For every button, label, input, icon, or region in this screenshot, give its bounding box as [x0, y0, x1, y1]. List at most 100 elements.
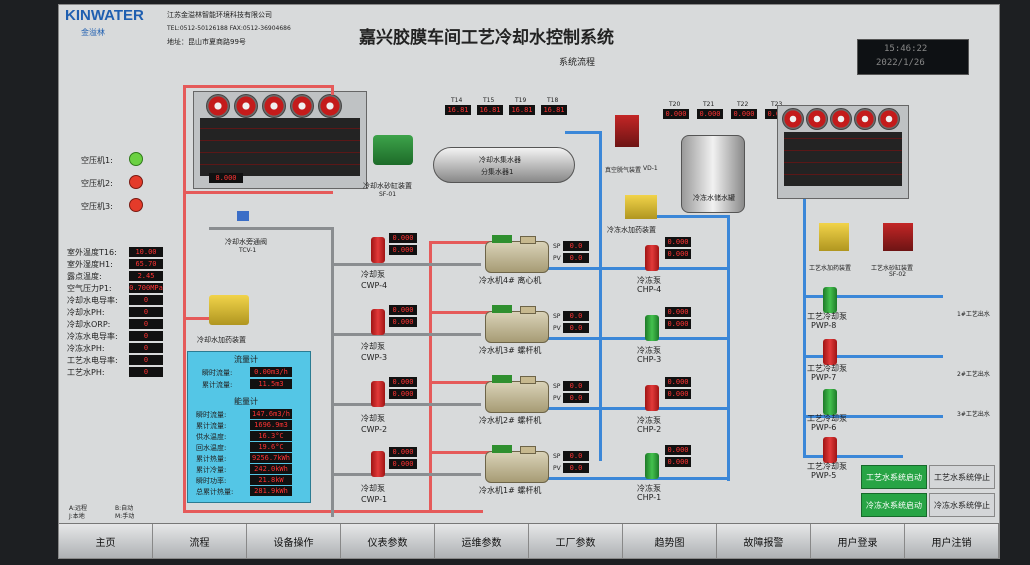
- chilled-start-button[interactable]: 冷冻水系统启动: [861, 493, 927, 517]
- legend-c: J:本地: [69, 513, 85, 520]
- chp-4-pump-icon[interactable]: [645, 245, 659, 271]
- pwp-7-pump-icon[interactable]: [823, 339, 837, 365]
- cwp-2-v1: 0.000: [389, 377, 417, 387]
- cooling-tower-left: [193, 91, 367, 189]
- param-panel: 室外温度T16: 10.00 室外湿度H1: 65.70 露点温度: 2.45 …: [67, 247, 167, 377]
- process-stop-button[interactable]: 工艺水系统停止: [929, 465, 995, 489]
- compressor-1-status-icon[interactable]: [129, 152, 143, 166]
- tower-fan-icon[interactable]: [854, 108, 876, 130]
- cwp-4-label: 冷却泵: [361, 270, 385, 279]
- flow-label: 累计流量:: [202, 381, 233, 389]
- param-value: 2.45: [129, 271, 163, 281]
- sensor-value: 0.000: [663, 109, 689, 119]
- nav-device-ops[interactable]: 设备操作: [247, 524, 341, 558]
- nav-alarms[interactable]: 故障报警: [717, 524, 811, 558]
- vacuum-degas-label: 真空脱气装置: [605, 167, 642, 174]
- tower-fan-icon[interactable]: [262, 94, 286, 118]
- param-value: 0: [129, 307, 163, 317]
- bypass-valve-icon[interactable]: [237, 211, 249, 221]
- dosing-left-icon[interactable]: [209, 295, 249, 325]
- tower-fan-icon[interactable]: [830, 108, 852, 130]
- clock-time: 15:46:22: [884, 44, 928, 54]
- cwp-2-v2: 0.000: [389, 389, 417, 399]
- param-label: 工艺水电导率:: [67, 356, 118, 365]
- chiller-4-sp: SP: [553, 243, 561, 250]
- chiller-4-pv: PV: [553, 255, 561, 262]
- chiller-2-sp: SP: [553, 383, 561, 390]
- chp-2-pump-icon[interactable]: [645, 385, 659, 411]
- pwp-6-pump-icon[interactable]: [823, 389, 837, 415]
- header-tank-label: 冷却水集水器: [479, 156, 521, 164]
- nav-trends[interactable]: 趋势图: [623, 524, 717, 558]
- chiller-2-label: 冷水机2# 螺杆机: [479, 416, 542, 425]
- chp-1-pump-icon[interactable]: [645, 453, 659, 479]
- cwp-2-id: CWP-2: [361, 425, 388, 434]
- company-address: 地址：昆山市夏商路99号: [167, 38, 246, 46]
- param-value: 10.00: [129, 247, 163, 257]
- chiller-3-label: 冷水机3# 螺杆机: [479, 346, 542, 355]
- chiller-1-icon[interactable]: [485, 445, 549, 483]
- param-label: 冷冻水PH:: [67, 344, 105, 353]
- nav-factory-params[interactable]: 工厂参数: [529, 524, 623, 558]
- tower-fan-icon[interactable]: [206, 94, 230, 118]
- sensor-id: T18: [547, 97, 559, 104]
- process-dosing-icon[interactable]: [819, 223, 849, 251]
- chp-3-pump-icon[interactable]: [645, 315, 659, 341]
- cwp-1-pump-icon[interactable]: [371, 451, 385, 477]
- cwp-4-pump-icon[interactable]: [371, 237, 385, 263]
- chp-3-id: CHP-3: [637, 355, 662, 364]
- cwp-1-v1: 0.000: [389, 447, 417, 457]
- process-start-button[interactable]: 工艺水系统启动: [861, 465, 927, 489]
- pipe-blue: [727, 215, 730, 481]
- compressor-1-label: 空压机1:: [81, 156, 113, 165]
- chp-1-label: 冷冻泵: [637, 484, 661, 493]
- tower-readout-grid: [784, 132, 902, 186]
- compressor-3-status-icon[interactable]: [129, 198, 143, 212]
- vacuum-degas-icon[interactable]: [615, 115, 639, 147]
- pipe-blue: [629, 215, 729, 218]
- pwp-8-pump-icon[interactable]: [823, 287, 837, 313]
- cwp-2-pump-icon[interactable]: [371, 381, 385, 407]
- nav-home[interactable]: 主页: [59, 524, 153, 558]
- tower-fan-icon[interactable]: [782, 108, 804, 130]
- chiller-2-icon[interactable]: [485, 375, 549, 413]
- pipe-red: [331, 85, 334, 95]
- chiller-3-v2: 0.0: [563, 323, 589, 333]
- dosing-mid-icon[interactable]: [625, 195, 657, 219]
- tower-fan-icon[interactable]: [318, 94, 342, 118]
- tower-fan-icon[interactable]: [234, 94, 258, 118]
- pipe-blue: [803, 415, 943, 418]
- cwp-2-label: 冷却泵: [361, 414, 385, 423]
- nav-login[interactable]: 用户登录: [811, 524, 905, 558]
- chiller-3-sp: SP: [553, 313, 561, 320]
- flow-value: 11.5m3: [250, 379, 292, 389]
- nav-maintenance-params[interactable]: 运维参数: [435, 524, 529, 558]
- sand-filter-icon[interactable]: [373, 135, 413, 165]
- chiller-3-icon[interactable]: [485, 305, 549, 343]
- sensor-id: T21: [703, 101, 715, 108]
- pipe-blue: [599, 131, 602, 461]
- tower-fan-icon[interactable]: [878, 108, 900, 130]
- dosing-left-label: 冷却水加药装置: [197, 336, 246, 344]
- energy-label: 累计流量:: [196, 422, 227, 430]
- chiller-2-pv: PV: [553, 395, 561, 402]
- tower-fan-icon[interactable]: [806, 108, 828, 130]
- pipe-red: [429, 241, 539, 244]
- sensor-id: T15: [483, 97, 495, 104]
- compressor-2-status-icon[interactable]: [129, 175, 143, 189]
- pwp-5-pump-icon[interactable]: [823, 437, 837, 463]
- cwp-3-pump-icon[interactable]: [371, 309, 385, 335]
- chiller-4-v1: 0.0: [563, 241, 589, 251]
- sensor-id: T20: [669, 101, 681, 108]
- pipe-blue: [803, 455, 903, 458]
- process-out-3: 3#工艺出水: [957, 411, 990, 418]
- nav-logout[interactable]: 用户注销: [905, 524, 999, 558]
- tower-fan-icon[interactable]: [290, 94, 314, 118]
- chilled-stop-button[interactable]: 冷冻水系统停止: [929, 493, 995, 517]
- nav-instrument-params[interactable]: 仪表参数: [341, 524, 435, 558]
- hmi-screen: KINWATER 金溢林 江苏金溢林智能环境科技有限公司 TEL:0512-50…: [58, 4, 1000, 559]
- chiller-2-v2: 0.0: [563, 393, 589, 403]
- chiller-4-icon[interactable]: [485, 235, 549, 273]
- process-sand-icon[interactable]: [883, 223, 913, 251]
- nav-flow[interactable]: 流程: [153, 524, 247, 558]
